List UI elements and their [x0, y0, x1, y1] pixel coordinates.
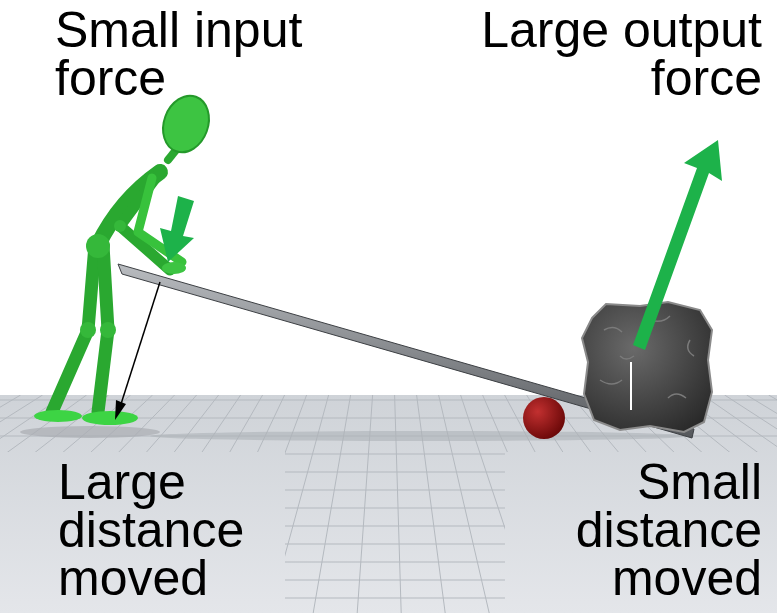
input-force-label: Small input force — [55, 6, 350, 102]
lever-shadow — [150, 431, 690, 441]
distance-arrowhead — [115, 400, 126, 420]
fulcrum — [523, 397, 565, 439]
output-force-arrow — [633, 140, 722, 350]
output-distance-label: Small distance moved — [520, 458, 762, 602]
distance-marker — [630, 362, 632, 410]
stick-figure — [52, 150, 182, 412]
distance-arrow — [121, 282, 160, 404]
figure-shadow — [20, 426, 160, 438]
figure-parts — [34, 89, 217, 425]
input-distance-label: Large distance moved — [58, 458, 298, 602]
output-force-label: Large output force — [462, 6, 762, 102]
input-force-arrow — [160, 196, 194, 262]
